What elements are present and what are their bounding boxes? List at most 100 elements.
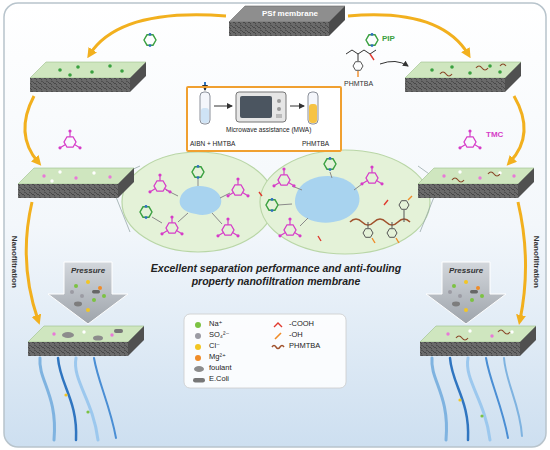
arrow-body: [426, 262, 506, 324]
illustration-part: [450, 65, 454, 69]
node-text: Pressure: [426, 267, 506, 276]
reagent-label: TMC: [486, 130, 503, 140]
illustration-part: [260, 150, 430, 254]
illustration-part: [58, 64, 124, 77]
reagent-label: PIP: [382, 34, 395, 44]
legend-sample: [272, 321, 286, 329]
illustration-part: [399, 201, 409, 210]
illustration-part: [363, 229, 373, 238]
illustration-part: [458, 129, 481, 149]
process-label: Nanofiltration: [531, 227, 541, 297]
ion-dot: [92, 298, 96, 302]
illustration-part: [62, 332, 74, 338]
legend-sample: [272, 343, 286, 351]
illustration-part: [450, 358, 468, 440]
illustration-part: [201, 108, 209, 123]
illustration-part: [52, 332, 55, 335]
ion-dot: [80, 294, 84, 298]
cooh-sample: [274, 323, 282, 327]
illustration-part: [144, 33, 156, 47]
illustration-part: [360, 165, 383, 185]
illustration-part: [430, 68, 434, 72]
headline-text: Excellent separation performance and ant…: [136, 262, 416, 288]
illustration-part: [93, 335, 103, 340]
membrane-slab: PSf membrane: [229, 6, 345, 36]
illustration-part: [42, 174, 45, 177]
bacteria-rod: [470, 290, 478, 294]
process-label: Nanofiltration: [9, 227, 19, 297]
illustration-part: [277, 107, 281, 111]
illustration-part: [236, 92, 286, 122]
illustration-part: [76, 65, 80, 69]
pressure-arrow: Pressure: [48, 262, 128, 324]
illustration-part: [214, 106, 232, 107]
illustration-part: [380, 61, 408, 66]
ecoli-sample: [193, 378, 205, 383]
illustration-part: [357, 71, 358, 77]
illustration-part: [446, 329, 513, 337]
ion-dot: [470, 298, 474, 302]
legend-swatch: [195, 344, 201, 350]
illustration-part: [148, 173, 171, 193]
illustration-part: [186, 86, 342, 152]
illustration-part: [510, 330, 513, 333]
illustration-part: [74, 176, 77, 179]
illustration-part: [58, 170, 61, 173]
ion-dot: [476, 286, 480, 290]
illustration-part: [259, 150, 430, 254]
illustration-part: [350, 219, 410, 225]
illustration-part: [387, 229, 397, 238]
illustration-part: [278, 217, 301, 237]
illustration-part: [372, 196, 412, 243]
illustration-part: [348, 15, 468, 54]
oh-sample: [275, 333, 281, 339]
legend-text: Cl⁻: [209, 342, 220, 350]
illustration-part: [486, 358, 508, 438]
illustration-part: [75, 358, 98, 440]
illustration-part: [346, 50, 376, 54]
illustration-part: [468, 71, 472, 75]
illustration-part: [216, 217, 239, 237]
legend-text: SO₄²⁻: [209, 331, 229, 339]
ion-dot: [464, 308, 468, 312]
illustration-part: [458, 398, 461, 401]
illustration-part: [405, 62, 521, 92]
node-text: PHMTBA: [302, 140, 329, 147]
illustration-part: [86, 410, 89, 413]
illustration-part: [368, 210, 404, 228]
ion-dot: [74, 284, 78, 288]
illustration-part: [468, 329, 471, 332]
process-box: AIBN + HMTBAMicrowave assistance (MWA)PH…: [186, 86, 342, 152]
legend-text: Na⁺: [209, 320, 223, 328]
illustration-part: [68, 73, 72, 77]
illustration-part: [184, 314, 346, 388]
node-text: Pressure: [48, 267, 128, 276]
illustration-part: [152, 179, 230, 224]
legend-swatch: [195, 322, 201, 328]
node-text: AIBN + HMTBA: [190, 140, 235, 147]
legend-sample: [192, 365, 206, 373]
illustration-part: [110, 333, 113, 336]
illustration-part: [488, 64, 492, 68]
illustration-part: [42, 170, 111, 182]
illustration-part: [64, 393, 67, 396]
illustration-part: [324, 157, 336, 171]
illustration-part: [180, 186, 222, 215]
illustration-part: [467, 358, 490, 440]
illustration-part: [108, 175, 111, 178]
illustration-part: [276, 114, 282, 118]
illustration-part: [58, 68, 62, 72]
illustration-part: [266, 198, 278, 212]
illustration-part: [490, 334, 493, 337]
illustration-part: [122, 152, 274, 252]
illustration-part: [82, 330, 85, 333]
illustration-part: [440, 64, 506, 76]
ion-dot: [86, 280, 90, 284]
illustration-part: [446, 332, 449, 335]
illustration-part: [309, 104, 317, 123]
illustration-part: [120, 69, 124, 73]
illustration-part: [26, 202, 38, 320]
illustration-part: [94, 358, 116, 438]
illustration-part: [30, 62, 146, 92]
